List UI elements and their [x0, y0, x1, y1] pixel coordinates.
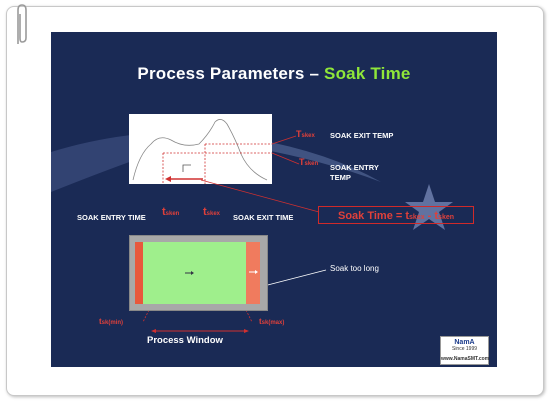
process-window-green-zone [135, 242, 260, 304]
process-window-label: Process Window [147, 335, 223, 346]
t-skex-temp-symbol: Tskex [296, 129, 315, 139]
title-main: Process Parameters – [137, 64, 320, 83]
t-sk-min-symbol: tsk(min) [99, 317, 124, 326]
process-window-screenshot [129, 235, 268, 311]
soak-exit-time-label: SOAK EXIT TIME [233, 213, 294, 222]
soak-entry-temp-label-1: SOAK ENTRY [330, 163, 379, 172]
paperclip-icon [17, 4, 27, 44]
t-skex-symbol: tskex [203, 206, 221, 218]
title-accent: Soak Time [324, 64, 411, 83]
t-sken-symbol: tsken [162, 206, 180, 218]
slide: Process Parameters – Soak Time Tskex SOA… [51, 32, 497, 367]
soak-too-long-label: Soak too long [330, 264, 379, 273]
nama-logo: NamA Since 1999 www.NamaSMT.com [440, 336, 489, 365]
soak-entry-temp-label-2: TEMP [330, 173, 351, 182]
process-window-right-limit [246, 242, 260, 304]
t-sk-max-symbol: tsk(max) [259, 317, 285, 326]
t-sken-temp-symbol: Tsken [299, 157, 319, 167]
soak-time-formula: Soak Time = tskex - tsken [318, 206, 474, 224]
reflow-profile-graph [129, 114, 272, 184]
soak-exit-temp-label: SOAK EXIT TEMP [330, 131, 394, 140]
soak-entry-time-label: SOAK ENTRY TIME [77, 213, 146, 222]
process-window-left-limit [135, 242, 143, 304]
slide-title: Process Parameters – Soak Time [51, 64, 497, 84]
